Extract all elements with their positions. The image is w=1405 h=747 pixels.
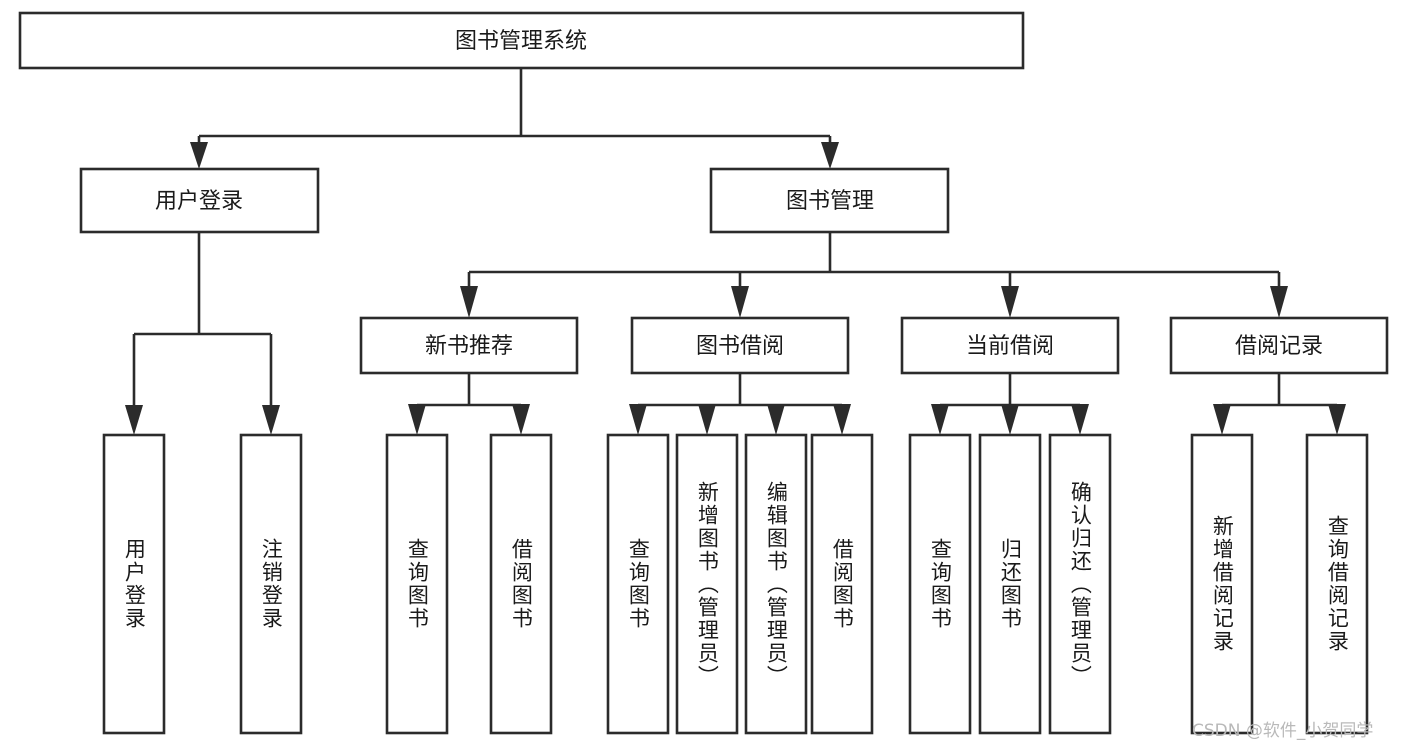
node-current-borrow-box[interactable] <box>900 316 1120 375</box>
arrow-to-leaf-add-book <box>698 404 716 435</box>
arrow-to-leaf-query-record <box>1328 404 1346 435</box>
arrow-to-leaf-query-book-2 <box>629 404 647 435</box>
arrow-to-book-management <box>821 142 839 169</box>
connector-layer <box>125 68 1346 435</box>
node-layer: 图书管理系统 用户登录 图书管理 新书推荐 图书借阅 当前借阅 借阅记录 <box>18 11 1389 735</box>
leaf-query-record-box[interactable] <box>1305 433 1369 735</box>
leaf-user-login-box[interactable] <box>102 433 166 735</box>
leaf-add-book-box[interactable] <box>675 433 739 735</box>
arrow-to-leaf-query-book-3 <box>931 404 949 435</box>
node-book-borrow-label: 图书借阅 <box>696 334 784 359</box>
leaf-add-record-box[interactable] <box>1190 433 1254 735</box>
arrow-to-user-login <box>190 142 208 169</box>
node-new-book-recommend-label: 新书推荐 <box>425 334 513 359</box>
node-user-login-box[interactable] <box>79 167 320 234</box>
leaf-borrow-book-2-box[interactable] <box>810 433 874 735</box>
node-user-login-label: 用户登录 <box>155 189 243 214</box>
arrow-to-leaf-query-book-1 <box>408 404 426 435</box>
node-book-borrow-box[interactable] <box>630 316 850 375</box>
leaf-edit-book-box[interactable] <box>744 433 808 735</box>
node-current-borrow-label: 当前借阅 <box>966 334 1054 359</box>
leaf-return-book-box[interactable] <box>978 433 1042 735</box>
node-book-management-box[interactable] <box>709 167 950 234</box>
arrow-to-leaf-edit-book <box>767 404 785 435</box>
arrow-to-leaf-borrow-book-2 <box>833 404 851 435</box>
node-new-book-recommend-box[interactable] <box>359 316 579 375</box>
arrow-to-new-book-recommend <box>460 286 478 318</box>
arrow-to-leaf-user-logout <box>262 405 280 435</box>
leaf-user-logout-box[interactable] <box>239 433 303 735</box>
arrow-to-book-borrow <box>731 286 749 318</box>
arrow-to-borrow-record <box>1270 286 1288 318</box>
node-borrow-record-box[interactable] <box>1169 316 1389 375</box>
arrow-to-leaf-add-record <box>1213 404 1231 435</box>
leaf-query-book-1-box[interactable] <box>385 433 449 735</box>
leaf-query-book-3-box[interactable] <box>908 433 972 735</box>
csdn-watermark: CSDN @软件_小贺同学 <box>1192 721 1374 741</box>
leaf-query-book-2-box[interactable] <box>606 433 670 735</box>
arrow-to-leaf-confirm-return <box>1071 404 1089 435</box>
node-root-box[interactable] <box>18 11 1025 70</box>
leaf-confirm-return-box[interactable] <box>1048 433 1112 735</box>
node-book-management-label: 图书管理 <box>786 189 874 214</box>
arrow-to-leaf-user-login <box>125 405 143 435</box>
leaf-borrow-book-1-box[interactable] <box>489 433 553 735</box>
arrow-to-leaf-return-book <box>1001 404 1019 435</box>
arrow-to-leaf-borrow-book-1 <box>512 404 530 435</box>
node-root-label: 图书管理系统 <box>455 29 587 54</box>
arrow-to-current-borrow <box>1001 286 1019 318</box>
node-borrow-record-label: 借阅记录 <box>1235 334 1323 359</box>
